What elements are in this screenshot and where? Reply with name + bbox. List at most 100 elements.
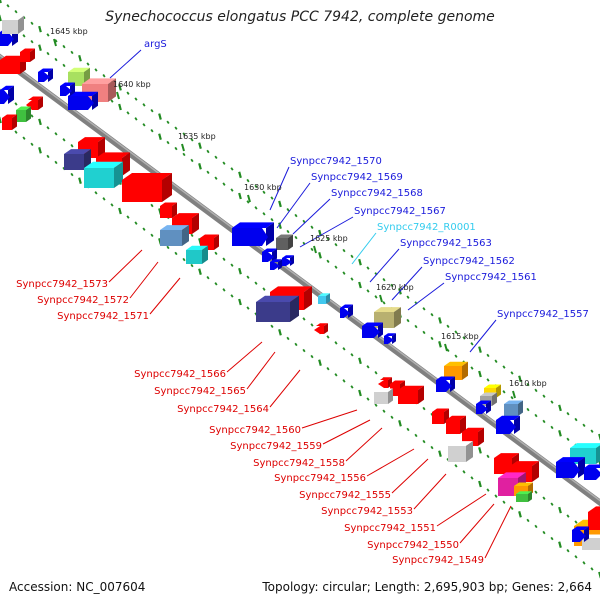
forward-leader-line [391,266,423,301]
gene-feature[interactable] [160,225,189,246]
tick-mark [406,295,410,299]
gene-feature[interactable] [0,85,14,104]
forward-gene-label[interactable]: Synpcc7942_1561 [445,272,537,283]
tick-mark [270,196,274,200]
gene-feature[interactable] [60,82,75,97]
gene-feature-front [340,308,350,318]
reverse-gene-label[interactable]: Synpcc7942_1571 [57,311,149,322]
gene-feature[interactable] [38,68,53,83]
forward-gene-label[interactable]: argS [144,39,167,50]
gene-feature[interactable] [378,377,392,388]
reverse-gene-label[interactable]: Synpcc7942_1565 [154,386,246,397]
reverse-gene-label[interactable]: Synpcc7942_1549 [392,555,484,566]
gene-feature-side [278,259,282,270]
reverse-gene-label[interactable]: Synpcc7942_1558 [253,458,345,469]
tick-mark [470,476,474,480]
gene-feature[interactable] [584,464,600,481]
gene-feature[interactable] [2,114,17,131]
forward-gene-label[interactable]: Synpcc7942_1569 [311,172,403,183]
reverse-gene-label[interactable]: Synpcc7942_1572 [37,295,129,306]
reverse-gene-label[interactable]: Synpcc7942_1573 [16,279,108,290]
gene-feature[interactable] [432,408,449,425]
gene-feature[interactable] [374,307,401,328]
gene-feature[interactable] [446,415,466,434]
tick-mark [518,511,522,518]
reverse-gene-label[interactable]: Synpcc7942_1564 [177,404,269,415]
gene-feature[interactable] [16,106,31,123]
gene-feature-side [38,96,43,110]
gene-feature[interactable] [496,415,520,434]
tick-mark [54,132,58,136]
genome-summary-text: Topology: circular; Length: 2,695,903 bp… [262,580,592,594]
gene-feature[interactable] [516,491,532,502]
gene-feature-top [584,464,600,468]
reverse-gene-label[interactable]: Synpcc7942_1559 [230,441,322,452]
forward-gene-label[interactable]: Synpcc7942_1563 [400,238,492,249]
tick-mark [558,430,562,437]
gene-feature[interactable] [84,161,123,188]
gene-feature[interactable] [384,333,396,344]
gene-feature[interactable] [64,149,91,170]
tick-mark [150,233,154,237]
gene-feature-top [172,213,199,218]
gene-feature-side [492,392,497,406]
forward-gene-label[interactable]: Synpcc7942_1562 [423,256,515,267]
gene-feature-side [266,222,274,246]
gene-feature[interactable] [276,234,293,251]
gene-feature[interactable] [476,400,491,415]
tick-mark [102,197,106,201]
gene-feature-top [160,202,177,206]
forward-leader-line [351,232,377,265]
tick-mark [350,277,354,281]
tick-mark [142,103,146,107]
reverse-gene-label[interactable]: Synpcc7942_1556 [274,473,366,484]
gene-feature[interactable] [232,222,274,246]
forward-gene-label[interactable]: Synpcc7942_1567 [354,206,446,217]
gene-feature[interactable] [362,322,383,339]
tick-mark [486,454,490,459]
gene-feature[interactable] [448,441,473,462]
gene-feature-side [578,457,585,478]
gene-feature[interactable] [504,400,523,417]
reverse-leader-line [436,493,487,527]
gene-feature[interactable] [314,323,328,334]
gene-feature[interactable] [270,259,282,270]
gene-feature[interactable] [160,202,177,219]
forward-gene-label[interactable]: Synpcc7942_1570 [290,156,382,167]
gene-feature[interactable] [436,376,455,393]
tick-mark [222,257,226,261]
gene-feature[interactable] [340,304,353,319]
gene-feature[interactable] [68,91,98,110]
forward-gene-label[interactable]: Synpcc7942_1557 [497,309,589,320]
gene-feature[interactable] [572,526,589,543]
forward-leader-line [109,49,142,79]
gene-feature[interactable] [186,245,208,264]
reverse-gene-label[interactable]: Synpcc7942_1550 [367,540,459,551]
forward-gene-label[interactable]: Synpcc7942_1568 [331,188,423,199]
reverse-gene-label[interactable]: Synpcc7942_1555 [299,490,391,501]
gene-feature[interactable] [282,255,294,266]
tick-mark [422,330,426,335]
tick-mark [174,146,178,151]
gene-feature[interactable] [318,293,330,304]
gene-feature[interactable] [262,248,277,263]
gene-feature[interactable] [122,173,172,202]
reverse-gene-label[interactable]: Synpcc7942_1553 [321,506,413,517]
gene-feature[interactable] [556,457,585,478]
reverse-gene-label[interactable]: Synpcc7942_1551 [344,523,436,534]
rna-gene-label[interactable]: Synpcc7942_R0001 [377,222,476,233]
gene-feature[interactable] [588,506,600,530]
gene-feature-top [572,526,589,530]
reverse-gene-label[interactable]: Synpcc7942_1566 [134,369,226,380]
reverse-gene-label[interactable]: Synpcc7942_1560 [209,425,301,436]
tick-mark [150,129,154,133]
gene-feature-top [484,384,501,388]
gene-feature[interactable] [20,48,35,63]
gene-feature[interactable] [398,385,424,404]
gene-feature[interactable] [256,295,299,322]
gene-feature[interactable] [2,15,24,35]
tick-mark [270,324,274,328]
gene-feature[interactable] [374,388,393,405]
tick-mark [262,287,266,291]
